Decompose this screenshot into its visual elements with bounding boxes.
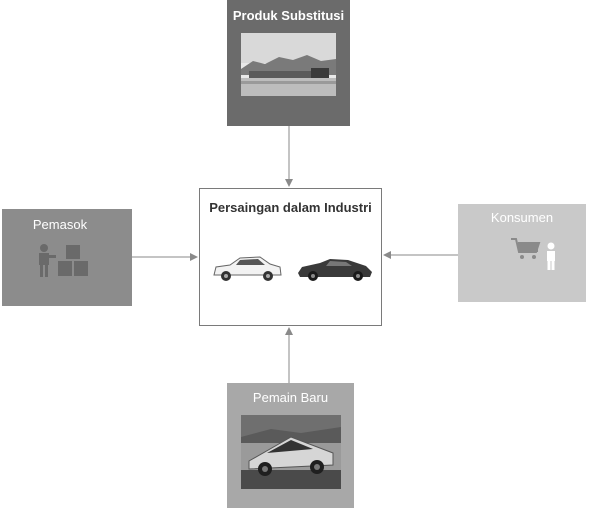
substitute-products-box: Produk Substitusi bbox=[227, 0, 350, 126]
shopping-cart-person-icon bbox=[511, 238, 555, 270]
industry-rivalry-box: Persaingan dalam Industri bbox=[199, 188, 382, 326]
consumer-title: Konsumen bbox=[490, 210, 554, 225]
cybertruck-photo bbox=[241, 415, 341, 489]
supplier-title: Pemasok bbox=[32, 217, 88, 232]
train-photo bbox=[241, 33, 336, 96]
new-entrants-box: Pemain Baru bbox=[227, 383, 354, 508]
hatchback-car-photo bbox=[213, 256, 282, 281]
consumer-box: Konsumen bbox=[458, 204, 586, 302]
new-entrants-title: Pemain Baru bbox=[252, 390, 329, 405]
supplier-box: Pemasok bbox=[2, 209, 132, 306]
substitute-products-title: Produk Substitusi bbox=[232, 8, 345, 23]
supplier-icon bbox=[39, 244, 88, 277]
industry-rivalry-title: Persaingan dalam Industri bbox=[209, 200, 372, 215]
sports-car-photo bbox=[298, 259, 372, 281]
